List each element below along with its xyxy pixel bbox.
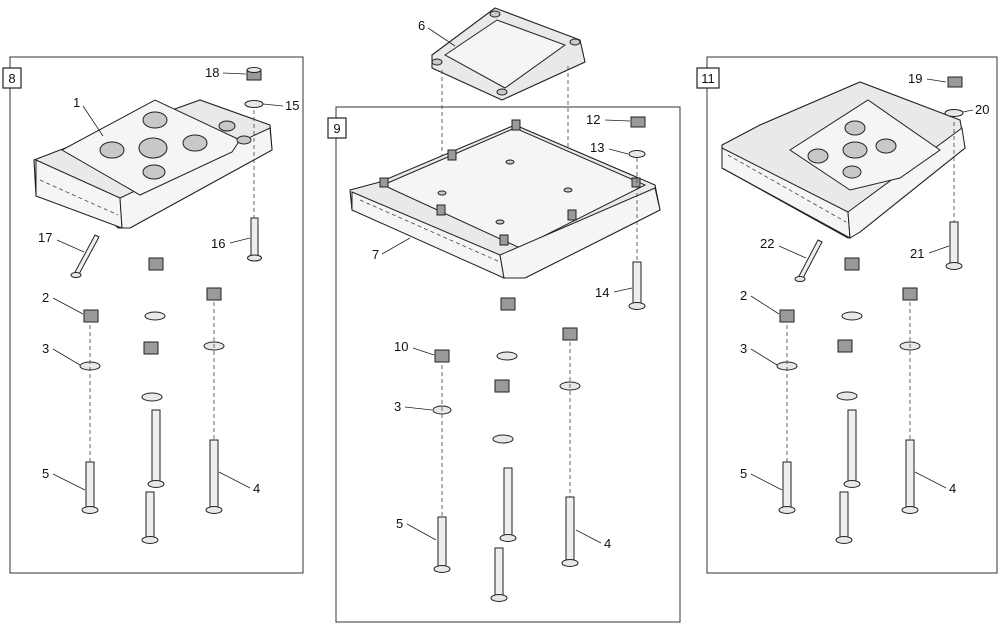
leader-3-center — [404, 406, 433, 411]
leader-1 — [82, 105, 104, 137]
leader-15 — [262, 103, 284, 107]
callout-5-center: 5 — [396, 516, 403, 531]
callout-5-left: 5 — [42, 466, 49, 481]
callout-4-left: 4 — [253, 481, 260, 496]
leader-5-right — [750, 473, 783, 491]
panel-11-frame — [706, 56, 998, 574]
callout-20: 20 — [975, 102, 989, 117]
callout-2-left: 2 — [42, 290, 49, 305]
callout-3-left: 3 — [42, 341, 49, 356]
leader-18 — [222, 72, 247, 75]
leader-22 — [778, 245, 807, 259]
nut-12 — [630, 116, 646, 128]
leader-4-center — [575, 529, 602, 544]
footplate-7 — [349, 119, 661, 279]
footplate-assembly-right — [721, 81, 966, 239]
callout-3-right: 3 — [740, 341, 747, 356]
nut-18 — [246, 67, 262, 81]
leader-17 — [56, 239, 85, 253]
pad-6 — [431, 7, 586, 101]
bolt-22 — [794, 239, 823, 282]
callout-6: 6 — [418, 18, 425, 33]
leader-19 — [926, 78, 947, 83]
hardware-center — [432, 297, 581, 602]
bolt-16 — [247, 217, 262, 262]
callout-2-right: 2 — [740, 288, 747, 303]
leader-14 — [613, 287, 633, 293]
leader-3-right — [750, 348, 778, 366]
callout-19: 19 — [908, 71, 922, 86]
callout-12: 12 — [586, 112, 600, 127]
callout-5-right: 5 — [740, 466, 747, 481]
callout-15: 15 — [285, 98, 299, 113]
leader-16 — [229, 237, 251, 244]
bolt-17 — [70, 234, 100, 278]
callout-16: 16 — [211, 236, 225, 251]
panel-8-label: 8 — [8, 71, 15, 86]
nut-19 — [947, 76, 963, 88]
callout-10: 10 — [394, 339, 408, 354]
callout-21: 21 — [910, 246, 924, 261]
callout-22: 22 — [760, 236, 774, 251]
leader-13 — [608, 148, 629, 155]
washer-15 — [244, 100, 264, 108]
washer-13 — [628, 150, 646, 158]
footplate-assembly-left — [33, 99, 273, 229]
hardware-right — [776, 257, 921, 544]
panel-8-frame — [9, 56, 304, 574]
leader-12 — [604, 119, 631, 122]
bolt-14 — [628, 261, 646, 310]
leader-7 — [381, 237, 411, 255]
leader-6 — [427, 27, 456, 47]
hardware-left — [79, 257, 225, 544]
callout-7: 7 — [372, 247, 379, 262]
leader-21 — [928, 245, 950, 254]
panel-8-badge: 8 — [2, 67, 22, 89]
callout-13: 13 — [590, 140, 604, 155]
washer-20 — [944, 109, 964, 117]
leader-10 — [412, 347, 435, 356]
callout-3-center: 3 — [394, 399, 401, 414]
leader-5-left — [52, 473, 86, 491]
leader-20 — [962, 109, 974, 113]
leader-2-right — [750, 295, 780, 315]
callout-14: 14 — [595, 285, 609, 300]
panel-11-label: 11 — [701, 71, 715, 86]
leader-3-left — [52, 348, 81, 366]
leader-5-center — [406, 523, 437, 541]
panel-11-badge: 11 — [696, 67, 720, 89]
leader-4-left — [218, 471, 251, 489]
leader-2-left — [52, 297, 84, 315]
callout-1: 1 — [73, 95, 80, 110]
panel-9-frame — [335, 106, 681, 623]
callout-17: 17 — [38, 230, 52, 245]
panel-9-badge: 9 — [327, 117, 347, 139]
panel-9-label: 9 — [333, 121, 340, 136]
bolt-21 — [945, 221, 963, 270]
callout-4-right: 4 — [949, 481, 956, 496]
callout-18: 18 — [205, 65, 219, 80]
callout-4-center: 4 — [604, 536, 611, 551]
leader-4-right — [914, 471, 947, 489]
